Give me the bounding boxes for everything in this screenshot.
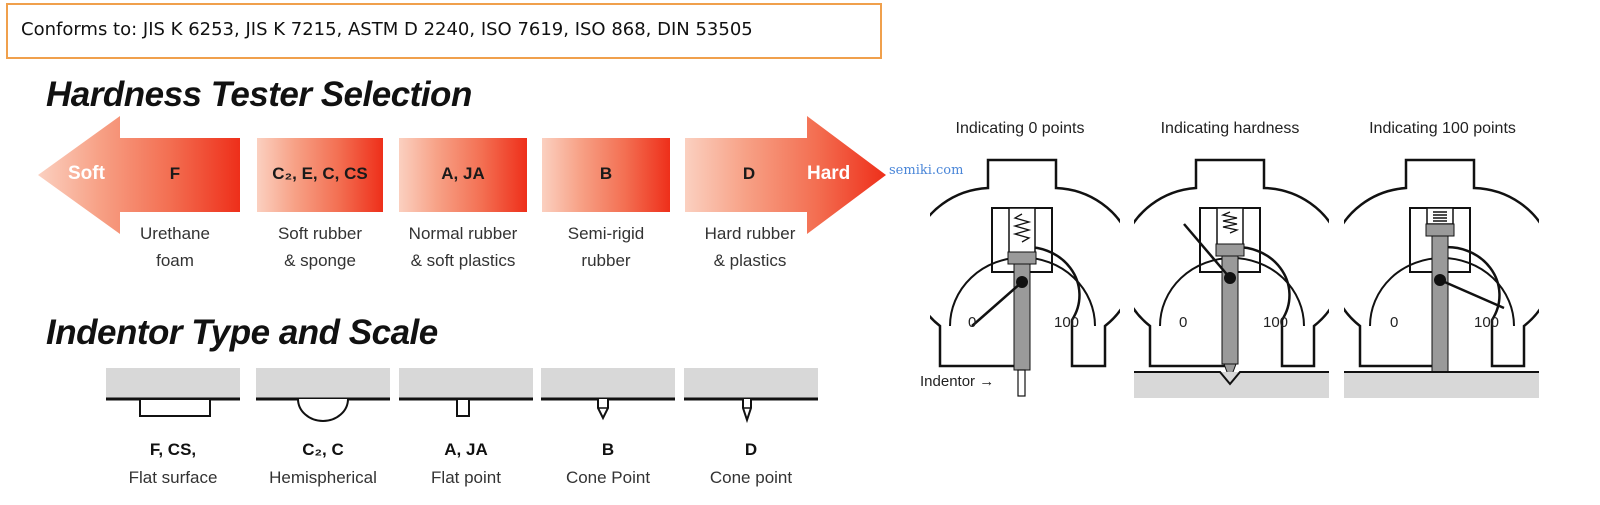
segment-desc-line: & sponge bbox=[284, 251, 356, 270]
segment-desc-line: Semi-rigid bbox=[567, 224, 645, 243]
segment-code-d: D bbox=[742, 164, 756, 183]
gauge-2-scale-max: 100 bbox=[1474, 314, 1500, 331]
gauge-1-scale-max: 100 bbox=[1263, 314, 1289, 331]
gauge-indicating-100 bbox=[1344, 148, 1539, 398]
segment-desc-a: Normal rubber & soft plastics bbox=[388, 220, 538, 274]
watermark: semiki.com bbox=[889, 163, 964, 178]
indentor-code: F, CS, bbox=[149, 440, 197, 459]
gauge-0-scale-max: 100 bbox=[1054, 314, 1080, 331]
gauge-2-scale-min: 0 bbox=[1390, 314, 1399, 331]
indentor-desc: Flat point bbox=[431, 468, 501, 487]
indentor-flat-surface bbox=[106, 368, 246, 440]
selection-title: Hardness Tester Selection bbox=[46, 75, 472, 114]
hardness-arrow bbox=[30, 110, 890, 240]
indentor-section-title: Indentor Type and Scale bbox=[46, 313, 438, 352]
arrow-segment-4 bbox=[542, 138, 670, 212]
gauge-needle bbox=[1439, 278, 1505, 310]
segment-desc-line: Urethane bbox=[140, 224, 210, 243]
segment-code-f: F bbox=[169, 164, 181, 183]
gauge-1-scale-min: 0 bbox=[1179, 314, 1188, 331]
gauge-caption-100: Indicating 100 points bbox=[1369, 120, 1516, 137]
arrow-right-icon: → bbox=[979, 373, 995, 390]
indentor-label-cone-b: B Cone Point bbox=[541, 436, 675, 492]
conformance-box: Conforms to: JIS K 6253, JIS K 7215, AST… bbox=[6, 3, 882, 59]
gauge-needle bbox=[971, 281, 1023, 327]
segment-desc-line: foam bbox=[156, 251, 194, 270]
hard-label: Hard bbox=[807, 163, 851, 184]
conformance-text: Conforms to: JIS K 6253, JIS K 7215, AST… bbox=[21, 19, 753, 40]
indentor-label-flat-point: A, JA Flat point bbox=[399, 436, 533, 492]
indentor-hemispherical bbox=[256, 368, 396, 440]
gauge-needle bbox=[1183, 223, 1231, 279]
indentor-label-flat-surface: F, CS, Flat surface bbox=[106, 436, 240, 492]
indentor-desc: Cone Point bbox=[565, 468, 651, 487]
indentor-desc: Flat surface bbox=[128, 468, 218, 487]
segment-desc-line: & soft plastics bbox=[410, 251, 516, 270]
segment-code-a: A, JA bbox=[441, 164, 485, 183]
gauge-caption-0: Indicating 0 points bbox=[955, 120, 1085, 137]
arrow-segment-2 bbox=[257, 138, 383, 212]
indentor-code: B bbox=[601, 440, 615, 459]
indentor-flat-point bbox=[399, 368, 539, 440]
gauge-caption-hardness: Indicating hardness bbox=[1160, 120, 1300, 137]
segment-desc-line: Soft rubber bbox=[277, 224, 363, 243]
segment-desc-line: rubber bbox=[581, 251, 631, 270]
arrow-segment-soft bbox=[38, 116, 240, 234]
indentor-code: A, JA bbox=[444, 440, 488, 459]
segment-desc-f: Urethane foam bbox=[110, 220, 240, 274]
segment-desc-line: & plastics bbox=[713, 251, 787, 270]
indentor-code: D bbox=[744, 440, 758, 459]
segment-desc-c2: Soft rubber & sponge bbox=[250, 220, 390, 274]
segment-code-b: B bbox=[599, 164, 613, 183]
indentor-desc: Cone point bbox=[709, 468, 793, 487]
gauge-0-scale-min: 0 bbox=[968, 314, 977, 331]
indentor-cone-point-b bbox=[541, 368, 681, 440]
indentor-callout: Indentor → bbox=[920, 373, 994, 390]
arrow-segment-3 bbox=[399, 138, 527, 212]
segment-desc-d: Hard rubber & plastics bbox=[676, 220, 824, 274]
segment-desc-line: Hard rubber bbox=[704, 224, 796, 243]
indentor-cone-point-d bbox=[684, 368, 824, 440]
indentor-code: C₂, C bbox=[302, 440, 344, 459]
indentor-callout-text: Indentor bbox=[920, 373, 976, 390]
indentor-label-hemispherical: C₂, C Hemispherical bbox=[252, 436, 394, 492]
segment-desc-b: Semi-rigid rubber bbox=[536, 220, 676, 274]
arrow-segment-hard bbox=[685, 116, 886, 234]
gauge-indicating-0 bbox=[930, 148, 1120, 398]
segment-code-c2: C₂, E, C, CS bbox=[272, 164, 368, 183]
arrow-shapes bbox=[38, 116, 886, 234]
soft-label: Soft bbox=[68, 163, 105, 184]
indentor-label-cone-d: D Cone point bbox=[684, 436, 818, 492]
segment-desc-line: Normal rubber bbox=[408, 224, 518, 243]
gauge-indicating-hardness bbox=[1134, 148, 1329, 398]
indentor-desc: Hemispherical bbox=[269, 468, 377, 487]
